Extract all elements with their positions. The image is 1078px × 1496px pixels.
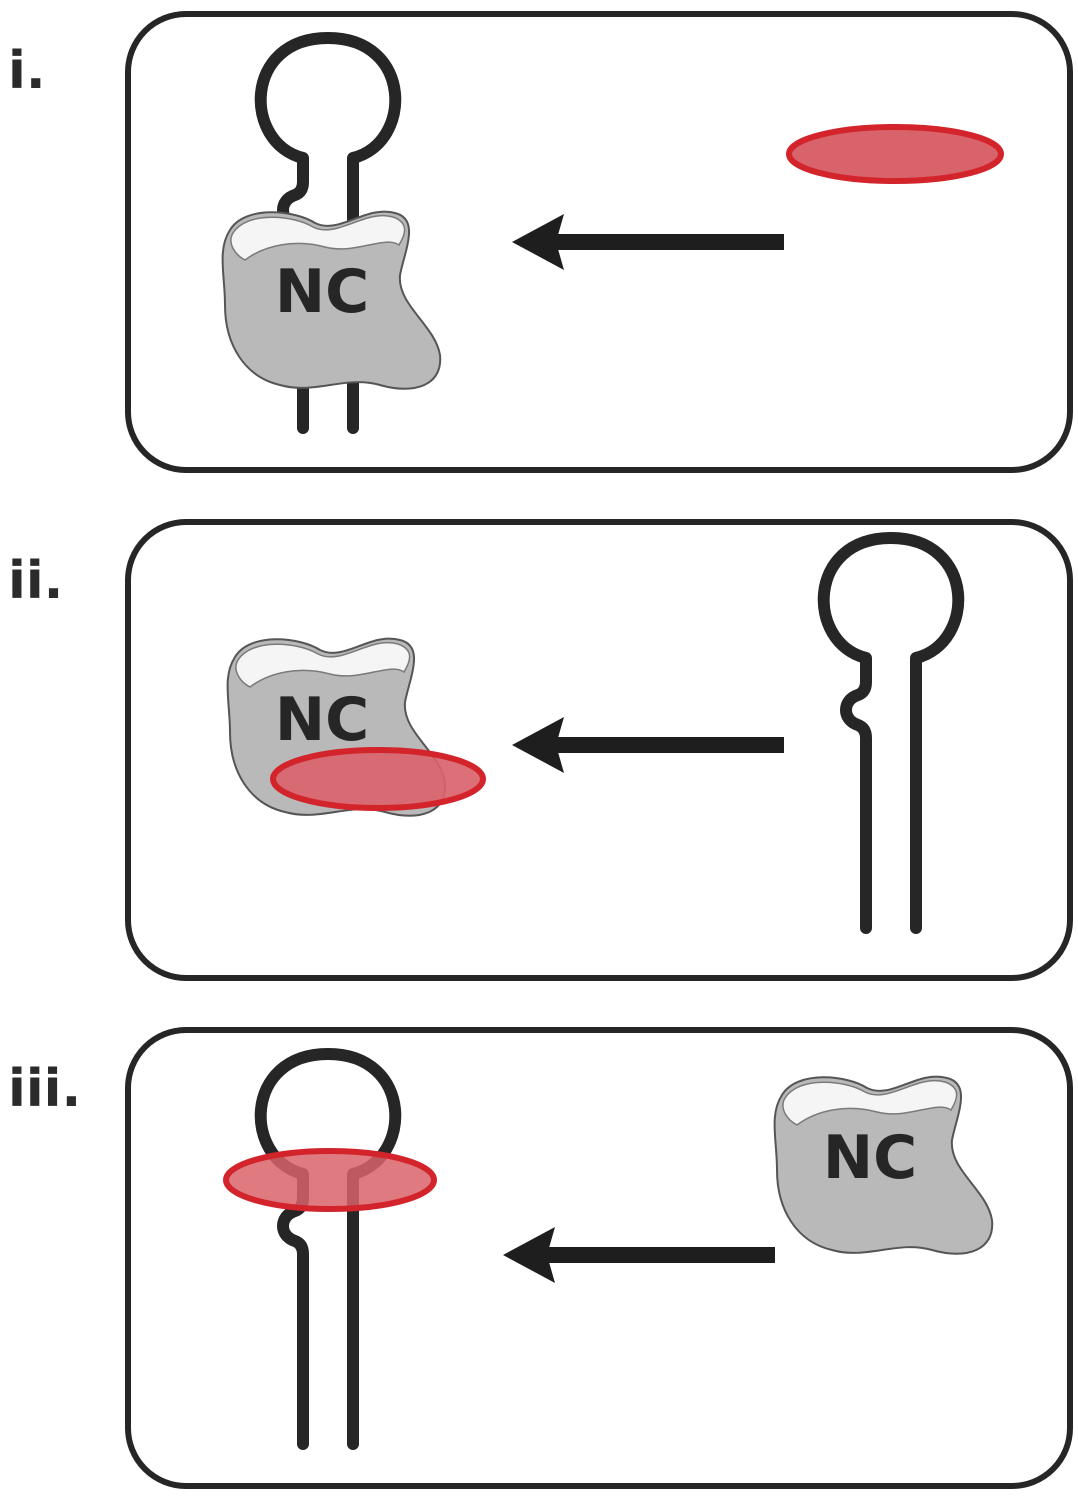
panel-i: i. NC	[8, 11, 1073, 473]
ligand-disc-icon	[270, 747, 486, 811]
panel-label-iii: iii.	[8, 1059, 81, 1119]
nc-label-iii: NC	[823, 1123, 917, 1193]
ligand-disc-icon	[223, 1148, 437, 1212]
panel-ii: ii. NC	[8, 519, 1073, 981]
ligand-disc-icon	[786, 124, 1004, 184]
nc-label-i: NC	[275, 257, 369, 327]
panel-label-ii: ii.	[8, 551, 63, 611]
nc-label-ii: NC	[275, 685, 369, 755]
panel-label-i: i.	[8, 41, 46, 101]
panel-iii: iii. NC	[8, 1027, 1073, 1489]
